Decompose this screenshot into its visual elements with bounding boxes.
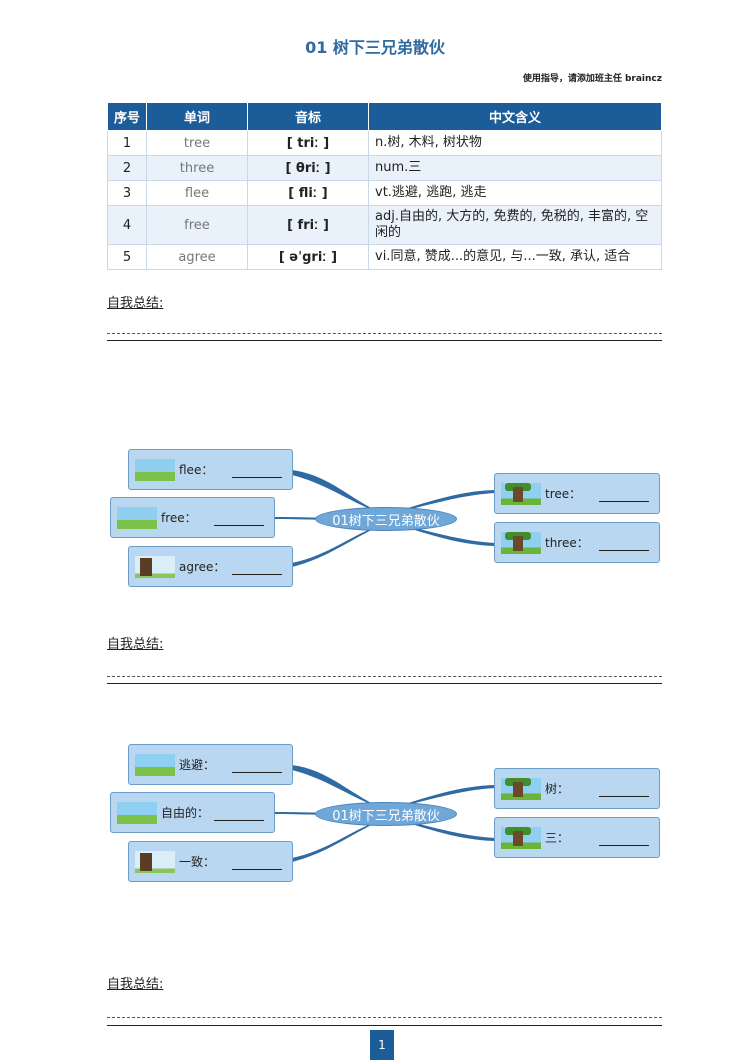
cell-phonetic: [ fliː ]: [247, 180, 369, 206]
cell-word: free: [146, 205, 248, 245]
cell-phonetic: [ θriː ]: [247, 155, 369, 181]
node-label: 逃避：: [179, 758, 216, 772]
node-tree: tree：: [494, 473, 660, 514]
cell-phonetic: [ əˈgriː ]: [247, 244, 369, 270]
cell-meaning: vt.逃避, 逃跑, 逃走: [368, 180, 662, 206]
node-label: flee：: [179, 463, 214, 477]
node-flee: flee：: [128, 449, 293, 490]
header-word: 单词: [146, 102, 248, 131]
summary-label: 自我总结:: [107, 296, 164, 311]
grass-picture: [117, 801, 157, 824]
table-row: 4 free [ friː ] adj.自由的, 大方的, 免费的, 免税的, …: [107, 205, 662, 245]
guide-note: 使用指导，请添加班主任 braincz: [522, 74, 662, 84]
tree-picture: [501, 531, 541, 554]
cell-meaning: n.树, 木料, 树状物: [368, 130, 662, 156]
answer-blank[interactable]: [599, 550, 649, 551]
answer-blank[interactable]: [599, 845, 649, 846]
cell-word: tree: [146, 130, 248, 156]
grass-picture: [117, 506, 157, 529]
node-san: 三：: [494, 817, 660, 858]
table-row: 3 flee [ fliː ] vt.逃避, 逃跑, 逃走: [107, 180, 662, 206]
node-label: 树：: [545, 782, 570, 796]
page-title: 01 树下三兄弟散伙: [305, 38, 445, 57]
summary-dashed-line: [107, 1017, 662, 1018]
answer-blank[interactable]: [214, 820, 264, 821]
cell-phonetic: [ friː ]: [247, 205, 369, 245]
tree-picture: [501, 777, 541, 800]
header-meaning: 中文含义: [368, 102, 662, 131]
answer-blank[interactable]: [232, 869, 282, 870]
node-taobi: 逃避：: [128, 744, 293, 785]
grass-picture: [135, 753, 175, 776]
cell-word: flee: [146, 180, 248, 206]
header-phonetic: 音标: [247, 102, 369, 131]
cell-meaning: vi.同意, 赞成...的意见, 与...一致, 承认, 适合: [368, 244, 662, 270]
table-row: 1 tree [ triː ] n.树, 木料, 树状物: [107, 130, 662, 156]
summary-label: 自我总结:: [107, 637, 164, 652]
node-ziyoude: 自由的：: [110, 792, 275, 833]
cell-no: 1: [107, 130, 147, 156]
cell-phonetic: [ triː ]: [247, 130, 369, 156]
summary-label: 自我总结:: [107, 977, 164, 992]
mind-map-english: flee： free： agree： 01树下三兄弟散伙 tree： three…: [0, 445, 750, 595]
answer-blank[interactable]: [214, 525, 264, 526]
page-number: 1: [370, 1030, 394, 1060]
table-header-row: 序号 单词 音标 中文含义: [107, 102, 662, 131]
node-label: free：: [161, 511, 197, 525]
cell-word: agree: [146, 244, 248, 270]
cell-no: 3: [107, 180, 147, 206]
grass-picture: [135, 458, 175, 481]
node-label: tree：: [545, 487, 582, 501]
mind-map-center: 01树下三兄弟散伙: [315, 802, 457, 826]
summary-dashed-line: [107, 676, 662, 677]
table-row: 2 three [ θriː ] num.三: [107, 155, 662, 181]
node-three: three：: [494, 522, 660, 563]
answer-blank[interactable]: [232, 477, 282, 478]
cell-meaning: num.三: [368, 155, 662, 181]
mind-map-chinese: 逃避： 自由的： 一致： 01树下三兄弟散伙 树： 三：: [0, 740, 750, 890]
cell-no: 2: [107, 155, 147, 181]
node-label: 一致：: [179, 855, 216, 869]
summary-solid-line: [107, 683, 662, 684]
node-label: 三：: [545, 831, 570, 845]
summary-dashed-line: [107, 333, 662, 334]
tree-trunk-picture: [135, 850, 175, 873]
mind-map-center: 01树下三兄弟散伙: [315, 507, 457, 531]
node-label: agree：: [179, 560, 226, 574]
tree-picture: [501, 482, 541, 505]
vocab-table: 序号 单词 音标 中文含义 1 tree [ triː ] n.树, 木料, 树…: [107, 102, 662, 270]
summary-solid-line: [107, 1025, 662, 1026]
cell-word: three: [146, 155, 248, 181]
node-yizhi: 一致：: [128, 841, 293, 882]
answer-blank[interactable]: [599, 501, 649, 502]
header-no: 序号: [107, 102, 147, 131]
answer-blank[interactable]: [232, 574, 282, 575]
node-shu: 树：: [494, 768, 660, 809]
answer-blank[interactable]: [232, 772, 282, 773]
cell-meaning: adj.自由的, 大方的, 免费的, 免税的, 丰富的, 空闲的: [368, 205, 662, 245]
cell-no: 5: [107, 244, 147, 270]
node-label: three：: [545, 536, 589, 550]
node-free: free：: [110, 497, 275, 538]
table-row: 5 agree [ əˈgriː ] vi.同意, 赞成...的意见, 与...…: [107, 244, 662, 270]
node-agree: agree：: [128, 546, 293, 587]
node-label: 自由的：: [161, 806, 210, 820]
cell-no: 4: [107, 205, 147, 245]
summary-solid-line: [107, 340, 662, 341]
tree-trunk-picture: [135, 555, 175, 578]
tree-picture: [501, 826, 541, 849]
answer-blank[interactable]: [599, 796, 649, 797]
